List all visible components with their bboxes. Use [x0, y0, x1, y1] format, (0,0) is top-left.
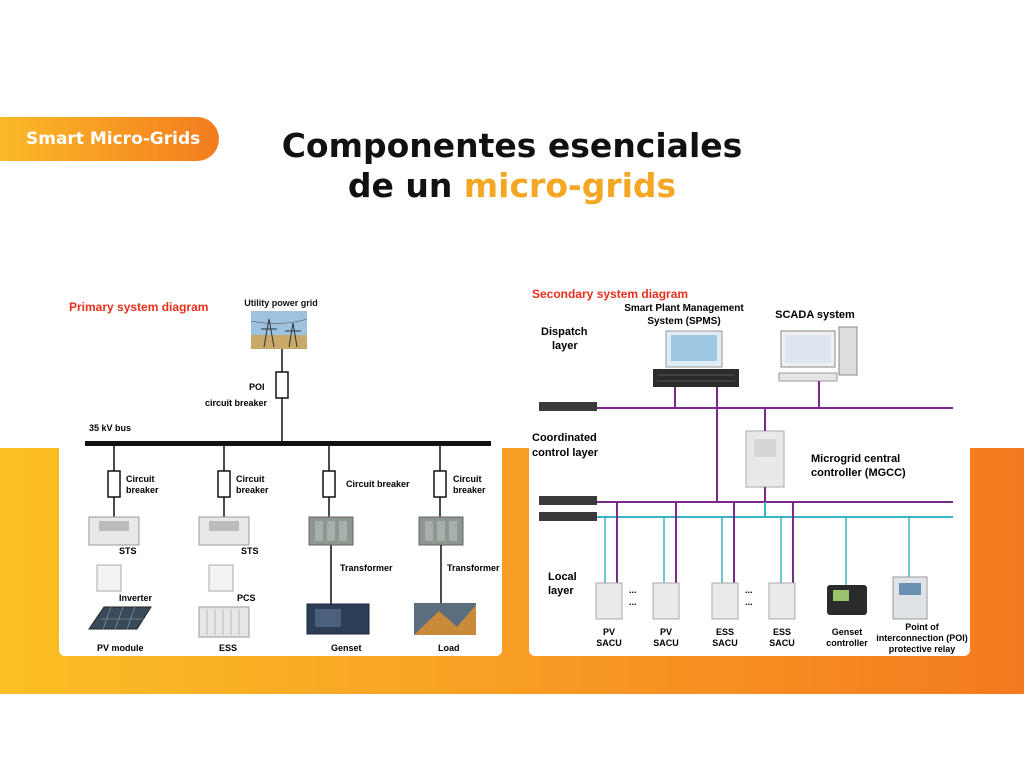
- utility-tower-image: [250, 311, 308, 349]
- poi-relay-image: [892, 576, 928, 620]
- cb4-label-a: Circuit: [453, 474, 482, 484]
- ess-sacu-2-label-b: SACU: [769, 638, 795, 648]
- circuit-breaker-2: [217, 470, 231, 498]
- secondary-diagram-svg: Secondary system diagram Dispatch layer …: [532, 287, 968, 654]
- page-title: Componentes esenciales de un micro-grids: [262, 126, 762, 206]
- spms-workstation-image: [653, 330, 739, 387]
- title-highlight: micro-grids: [463, 166, 677, 205]
- ess-dots-2: ...: [745, 597, 753, 607]
- scada-label: SCADA system: [775, 309, 855, 321]
- poi-relay-label-1: Point of: [905, 622, 939, 632]
- mgcc-label-1: Microgrid central: [811, 453, 900, 465]
- local-label-2: layer: [548, 585, 574, 597]
- circuit-breaker-1: [107, 470, 121, 498]
- ess-dots-1: ...: [745, 585, 753, 595]
- genset-controller-label-1: Genset: [832, 627, 863, 637]
- cb1-label-a: Circuit: [126, 474, 155, 484]
- pv-module-image: [88, 606, 152, 630]
- poi-breaker-label: circuit breaker: [205, 398, 268, 408]
- genset-controller-label-2: controller: [826, 638, 868, 648]
- ess-sacu-2-label-a: ESS: [773, 627, 791, 637]
- ess-sacu-1-label-b: SACU: [712, 638, 738, 648]
- title-line-1: Componentes esenciales: [281, 126, 743, 165]
- poi-breaker-symbol: [275, 371, 289, 399]
- coordinated-switch-2: [539, 512, 597, 521]
- coordinated-switch-1: [539, 496, 597, 505]
- primary-heading: Primary system diagram: [69, 300, 208, 314]
- sts2-label: STS: [241, 546, 259, 556]
- ess-sacu-1-image: [711, 582, 739, 620]
- pv-dots-1: ...: [629, 585, 637, 595]
- dispatch-label-2: layer: [552, 340, 578, 352]
- mgcc-label-2: controller (MGCC): [811, 467, 906, 479]
- dispatch-label-1: Dispatch: [541, 326, 588, 338]
- load-image: [414, 603, 476, 635]
- load-label: Load: [438, 643, 460, 653]
- pcs-label: PCS: [237, 593, 256, 603]
- kv-bus-bar: [85, 441, 491, 446]
- circuit-breaker-3: [322, 470, 336, 498]
- primary-diagram-svg: Primary system diagram Utility power gri…: [69, 298, 500, 653]
- pv-sacu-2-label-b: SACU: [653, 638, 679, 648]
- secondary-heading: Secondary system diagram: [532, 287, 688, 301]
- transformer-image-1: [308, 516, 354, 546]
- pv-module-label: PV module: [97, 643, 144, 653]
- pv-sacu-1-label-b: SACU: [596, 638, 622, 648]
- dispatch-switch: [539, 402, 597, 411]
- transformer1-label: Transformer: [340, 563, 393, 573]
- bus-label: 35 kV bus: [89, 423, 131, 433]
- genset-controller-image: [827, 585, 867, 615]
- title-line-2-prefix: de un: [347, 166, 464, 205]
- poi-relay-label-3: protective relay: [889, 644, 956, 654]
- coordinated-label-2: control layer: [532, 447, 599, 459]
- coordinated-label-1: Coordinated: [532, 432, 597, 444]
- utility-grid-label: Utility power grid: [244, 298, 318, 308]
- pv-sacu-2-image: [652, 582, 680, 620]
- cb3-label: Circuit breaker: [346, 479, 410, 489]
- pv-sacu-2-label-a: PV: [660, 627, 672, 637]
- secondary-diagram-panel: Secondary system diagram Dispatch layer …: [529, 281, 970, 656]
- spms-label-1: Smart Plant Management: [624, 303, 744, 314]
- sts-cabinet-2: [198, 516, 250, 546]
- cb2-label-b: breaker: [236, 485, 269, 495]
- section-badge: Smart Micro-Grids: [0, 117, 219, 161]
- pcs-image: [208, 564, 234, 592]
- title-line-2: de un micro-grids: [262, 166, 762, 206]
- pv-sacu-1-label-a: PV: [603, 627, 615, 637]
- ess-image: [198, 606, 250, 638]
- pv-sacu-1-image: [595, 582, 623, 620]
- cb4-label-b: breaker: [453, 485, 486, 495]
- ess-sacu-2-image: [768, 582, 796, 620]
- transformer2-label: Transformer: [447, 563, 500, 573]
- spms-label-2: System (SPMS): [647, 316, 720, 327]
- ess-sacu-1-label-a: ESS: [716, 627, 734, 637]
- circuit-breaker-4: [433, 470, 447, 498]
- transformer-image-2: [418, 516, 464, 546]
- local-label-1: Local: [548, 571, 577, 583]
- mgcc-cabinet-image: [745, 430, 785, 488]
- primary-diagram-panel: Primary system diagram Utility power gri…: [59, 289, 502, 656]
- inverter-image: [96, 564, 122, 592]
- sts1-label: STS: [119, 546, 137, 556]
- pv-dots-2: ...: [629, 597, 637, 607]
- cb1-label-b: breaker: [126, 485, 159, 495]
- sts-cabinet-1: [88, 516, 140, 546]
- genset-label: Genset: [331, 643, 362, 653]
- genset-image: [306, 603, 370, 635]
- poi-relay-label-2: interconnection (POI): [876, 633, 968, 643]
- inverter-label: Inverter: [119, 593, 153, 603]
- scada-computer-image: [778, 326, 858, 382]
- poi-label: POI: [249, 382, 265, 392]
- ess-label: ESS: [219, 643, 237, 653]
- cb2-label-a: Circuit: [236, 474, 265, 484]
